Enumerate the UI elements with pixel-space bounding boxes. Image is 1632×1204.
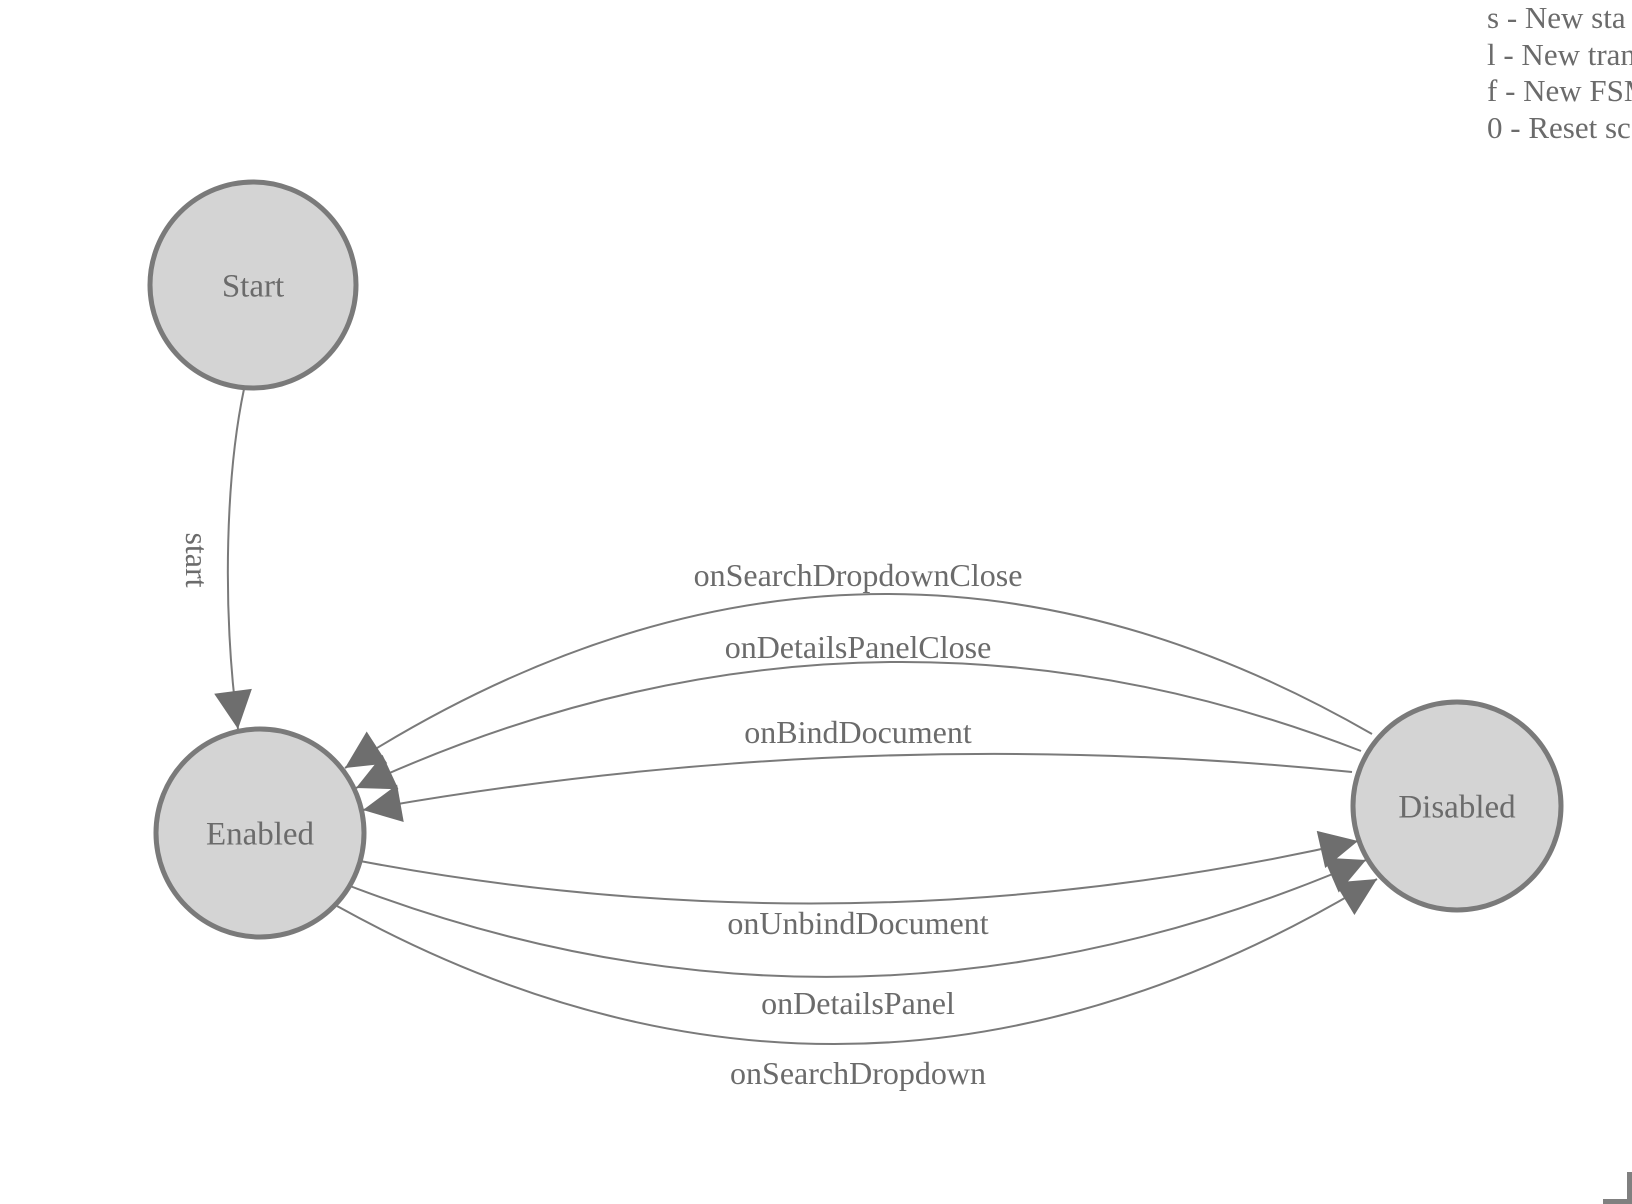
- transition-label-onsearchdropdown: onSearchDropdown: [730, 1055, 986, 1091]
- shortcut-legend: s - New sta l - New tran f - New FSM 0 -…: [1487, 0, 1632, 145]
- transition-label-onunbinddocument: onUnbindDocument: [727, 905, 988, 941]
- corner-mark-horizontal: [1603, 1199, 1632, 1204]
- transition-edges: [214, 388, 1378, 1046]
- transition-label-ondetailspanelclose: onDetailsPanelClose: [725, 629, 992, 665]
- state-node-disabled[interactable]: [1350, 699, 1564, 913]
- legend-line-reset: 0 - Reset sc: [1487, 110, 1631, 145]
- state-label-enabled: Enabled: [206, 817, 315, 853]
- legend-line-new-state: s - New sta: [1487, 0, 1626, 35]
- transition-label-ondetailspanel: onDetailsPanel: [761, 985, 955, 1021]
- transition-edge-onsearchdropdownclose[interactable]: [344, 593, 1373, 769]
- transition-edge-onbinddocument[interactable]: [362, 752, 1353, 823]
- transition-labels: start onSearchDropdownClose onDetailsPan…: [179, 532, 1023, 1091]
- transition-label-start: start: [179, 532, 215, 587]
- transition-edge-ondetailspanel[interactable]: [349, 857, 1367, 978]
- transition-edge-start[interactable]: [214, 388, 252, 730]
- legend-line-new-fsm: f - New FSM: [1487, 73, 1632, 108]
- transition-label-onsearchdropdownclose: onSearchDropdownClose: [694, 557, 1023, 593]
- state-node-enabled[interactable]: [153, 726, 367, 940]
- state-label-start: Start: [222, 269, 284, 305]
- canvas-corner-mark: [1603, 1172, 1632, 1204]
- corner-mark-vertical: [1627, 1172, 1632, 1204]
- transition-edge-onunbinddocument[interactable]: [359, 830, 1359, 905]
- transition-label-onbinddocument: onBindDocument: [744, 714, 972, 750]
- legend-line-new-transition: l - New tran: [1487, 37, 1632, 72]
- transition-edge-onsearchdropdown[interactable]: [336, 878, 1378, 1046]
- state-nodes: Start Enabled Disabled: [147, 179, 1564, 940]
- state-label-disabled: Disabled: [1398, 790, 1516, 826]
- state-node-start[interactable]: [147, 179, 359, 391]
- transition-edge-ondetailspanelclose[interactable]: [355, 660, 1362, 790]
